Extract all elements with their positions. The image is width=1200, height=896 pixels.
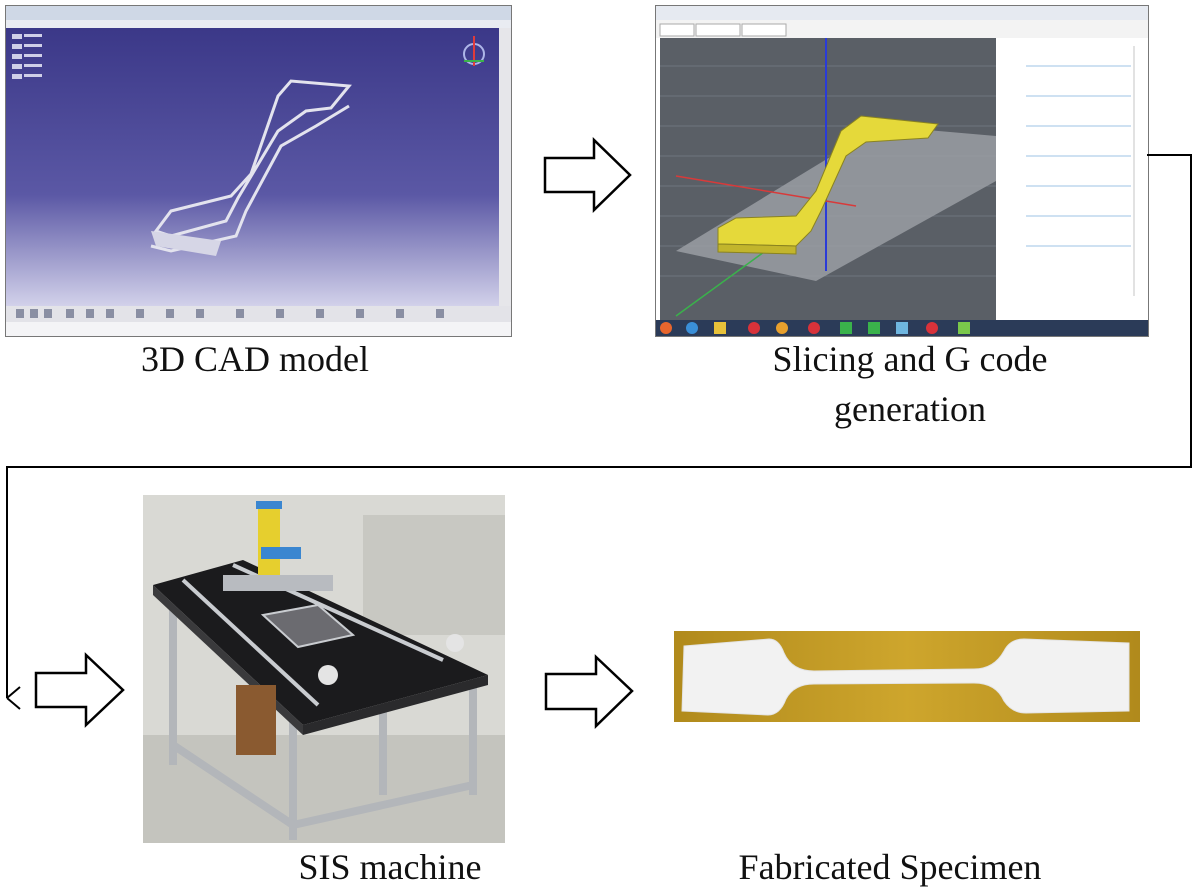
slicing-caption: Slicing and G code generation [700,336,1120,432]
cad-model-caption: 3D CAD model [141,339,369,379]
arrow-sis-to-specimen [544,654,634,729]
slicer-screenshot [655,5,1149,337]
arrow-cad-to-slicer [543,137,632,213]
cad-screenshot [5,5,512,337]
slicing-caption-line1: Slicing and G code [772,339,1048,379]
arrow-to-sis-machine [34,652,125,728]
compass-icon [463,36,485,66]
slicing-caption-line2: generation [834,389,986,429]
connector-arrowhead [6,686,21,710]
sis-machine-photo [143,495,505,843]
fabricated-specimen-caption: Fabricated Specimen [738,847,1042,887]
sis-machine-caption: SIS machine [298,847,482,887]
specimen-photo [674,631,1140,722]
